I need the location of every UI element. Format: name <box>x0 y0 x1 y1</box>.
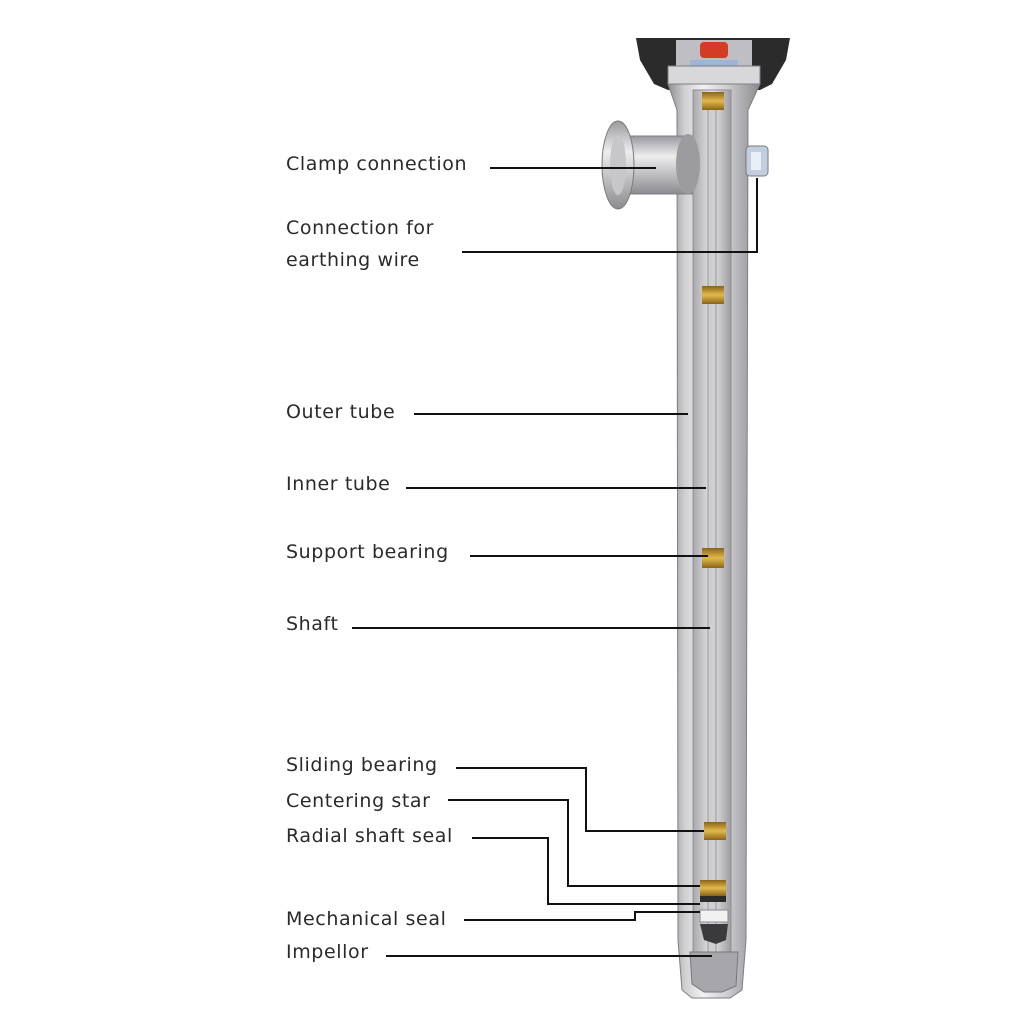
bearing-upper <box>702 286 724 304</box>
label-impellor: Impellor <box>286 941 369 963</box>
mechanical-seal-part <box>699 909 729 923</box>
label-radial-shaft-seal: Radial shaft seal <box>286 825 453 847</box>
label-inner-tube: Inner tube <box>286 473 391 495</box>
label-centering-star: Centering star <box>286 790 431 812</box>
earthing-connector <box>745 145 769 177</box>
outer-tube-body <box>667 83 761 999</box>
leader-lines <box>352 167 758 957</box>
label-shaft: Shaft <box>286 613 339 635</box>
label-support-bearing: Support bearing <box>286 541 449 563</box>
label-sliding-bearing: Sliding bearing <box>286 754 438 776</box>
bearing-top <box>702 92 724 110</box>
motor-coupling-cap <box>636 38 790 90</box>
support-bearing-part <box>702 548 724 568</box>
leader-centering-star <box>448 799 700 887</box>
label-clamp-connection: Clamp connection <box>286 153 468 175</box>
label-earthing-line2: earthing wire <box>286 249 420 271</box>
leader-sliding-bearing <box>456 767 704 832</box>
leader-radial-shaft-seal <box>472 837 700 905</box>
leader-mechanical-seal <box>464 911 700 921</box>
label-earthing-line1: Connection for <box>286 217 435 239</box>
sliding-bearing-part <box>704 822 726 840</box>
leader-earthing-wire <box>462 178 758 253</box>
impellor-part <box>689 924 739 993</box>
clamp-connection-pipe <box>601 120 700 210</box>
label-mechanical-seal: Mechanical seal <box>286 908 447 930</box>
label-outer-tube: Outer tube <box>286 401 396 423</box>
centering-star-part <box>700 880 726 902</box>
